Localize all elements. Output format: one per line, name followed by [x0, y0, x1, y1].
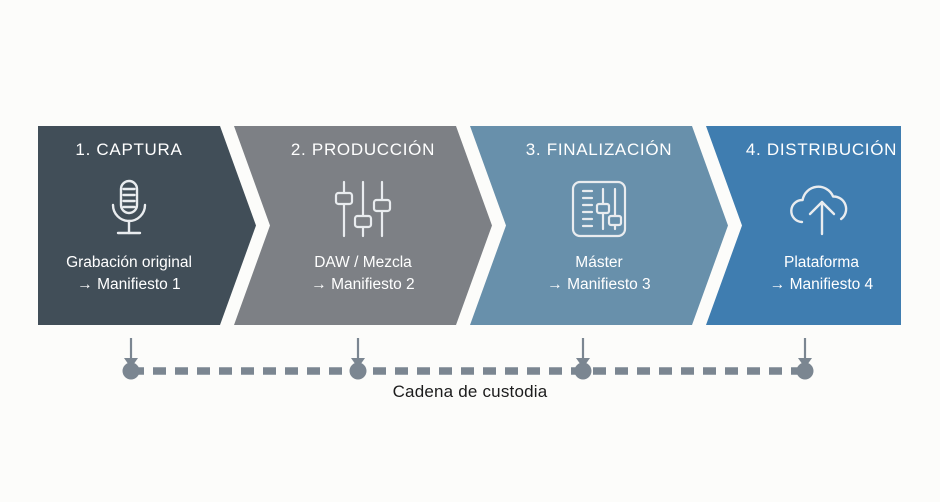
mastering-panel-icon	[569, 176, 629, 242]
step-title: 2. PRODUCCIÓN	[290, 140, 436, 159]
mixer-faders-icon	[333, 176, 393, 242]
microphone-icon	[106, 176, 152, 242]
cloud-upload-icon	[785, 176, 859, 242]
step-description-line1: DAW / Mezcla	[314, 253, 412, 271]
process-step-distribucion[interactable]: 4. DISTRIBUCIÓN Plataforma → Manifiesto …	[706, 126, 901, 325]
step-description: Grabación original → Manifiesto 1	[66, 252, 192, 297]
step-description-line1: Máster	[575, 253, 623, 271]
step-description: Máster → Manifiesto 3	[547, 252, 650, 297]
chain-nodes	[122, 362, 814, 380]
step-description-line1: Plataforma	[784, 253, 859, 271]
step-description: DAW / Mezcla → Manifiesto 2	[311, 252, 414, 297]
process-step-capture[interactable]: 1. CAPTURA Grabación original	[38, 126, 256, 325]
step-description-line2: → Manifiesto 1	[77, 276, 181, 294]
chain-of-custody-label: Cadena de custodia	[392, 382, 548, 401]
step-description: Plataforma → Manifiesto 4	[770, 252, 873, 297]
process-step-finalizacion[interactable]: 3. FINALIZACIÓN	[470, 126, 728, 325]
chain-node[interactable]	[796, 362, 814, 380]
step-description-line1: Grabación original	[66, 253, 192, 271]
step-description-line2: → Manifiesto 3	[547, 276, 651, 294]
step-description-line2: → Manifiesto 4	[769, 276, 874, 294]
step-title: 1. CAPTURA	[75, 140, 183, 159]
chain-arrowheads	[124, 358, 812, 368]
chain-node[interactable]	[122, 362, 140, 380]
process-step-produccion[interactable]: 2. PRODUCCIÓN DAW / Mezcla → Manifiesto …	[234, 126, 492, 325]
chain-of-custody-timeline	[122, 338, 814, 380]
process-flow: 1. CAPTURA Grabación original	[38, 126, 901, 325]
chain-node[interactable]	[349, 362, 367, 380]
chain-node[interactable]	[574, 362, 592, 380]
step-title: 4. DISTRIBUCIÓN	[745, 140, 898, 159]
step-title: 3. FINALIZACIÓN	[525, 140, 673, 159]
chain-connector-arrows	[129, 338, 807, 360]
step-description-line2: → Manifiesto 2	[311, 276, 415, 294]
